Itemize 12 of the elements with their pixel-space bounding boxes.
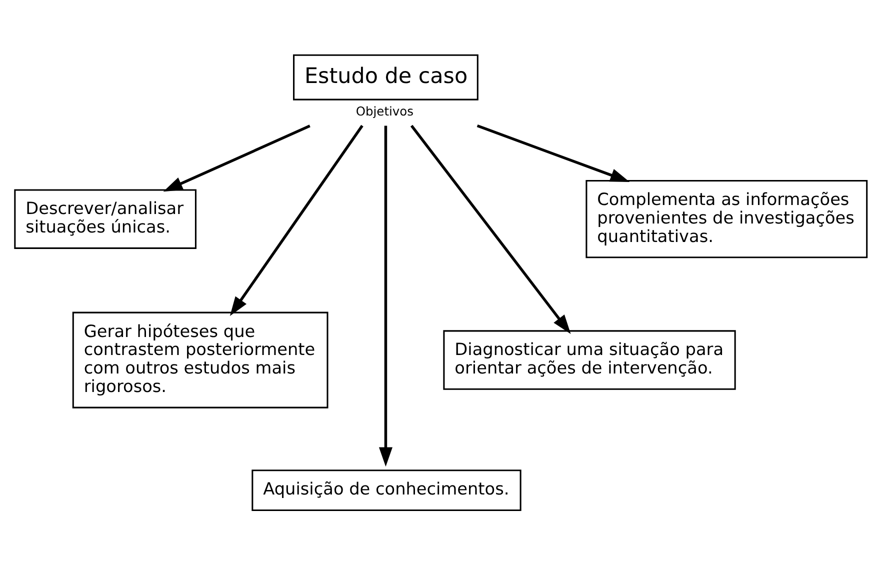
- node-box: Aquisição de conhecimentos.: [252, 469, 522, 510]
- node-box: Diagnosticar uma situação para orientar ações de intervenção.: [443, 330, 736, 390]
- arrow: [378, 125, 392, 466]
- arrow: [230, 124, 364, 316]
- node-box: Descrever/analisar situações únicas.: [14, 188, 196, 248]
- node-label: Objetivos: [356, 104, 414, 118]
- node-box: Gerar hipóteses que contrastem posteriormente com outros estudos mais rigorosos.: [72, 311, 328, 408]
- node-box: Estudo de caso: [293, 54, 478, 100]
- arrow: [410, 124, 571, 334]
- arrow: [163, 124, 310, 192]
- arrow: [476, 124, 630, 182]
- node-box: Complementa as informações provenientes de investigações quantitativas.: [586, 180, 868, 258]
